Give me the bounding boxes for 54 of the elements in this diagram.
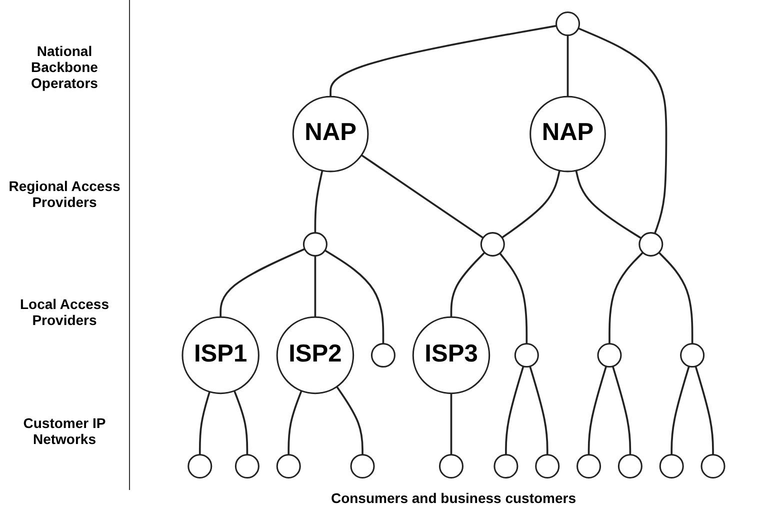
- tier-label: Regional Access Providers: [8, 178, 122, 210]
- node-circle: ISP2: [276, 316, 354, 394]
- connector: [330, 24, 557, 97]
- node-ellipse: [276, 454, 301, 478]
- node-circle: NAP: [292, 96, 369, 172]
- connector: [314, 256, 316, 318]
- connector: [575, 170, 642, 239]
- tier-label: Local Access Providers: [19, 296, 110, 328]
- node-ellipse: [618, 454, 642, 478]
- connector: [233, 390, 248, 455]
- node-ellipse: [494, 454, 518, 478]
- connector: [314, 170, 324, 233]
- node-ellipse: [514, 343, 539, 368]
- tier-label: Customer IP Networks: [22, 414, 107, 447]
- connector: [450, 252, 486, 318]
- connector: [450, 393, 452, 455]
- node-ellipse: [302, 232, 328, 257]
- connector: [220, 248, 306, 318]
- node-ellipse: [556, 12, 580, 36]
- connector: [588, 366, 608, 455]
- node-ellipse: [700, 454, 726, 478]
- node-ellipse: [370, 343, 396, 368]
- connector: [288, 390, 302, 455]
- connector: [566, 35, 569, 97]
- connector: [198, 391, 210, 455]
- connector: [658, 252, 694, 344]
- connector: [336, 386, 364, 455]
- node-ellipse: [350, 454, 375, 478]
- node-ellipse: [480, 232, 505, 257]
- connector: [529, 366, 548, 455]
- node-ellipse: [659, 454, 684, 478]
- node-ellipse: [535, 454, 560, 478]
- node-ellipse: [234, 454, 260, 478]
- connector: [505, 366, 524, 455]
- node-ellipse: [680, 343, 705, 368]
- connector: [502, 170, 560, 238]
- connector: [360, 154, 484, 239]
- connector: [499, 252, 528, 344]
- node-circle: ISP1: [182, 316, 260, 394]
- connector: [324, 250, 384, 344]
- connector: [694, 366, 714, 455]
- node-ellipse: [597, 343, 622, 368]
- node-ellipse: [638, 232, 664, 257]
- node-ellipse: [576, 454, 602, 478]
- connector: [670, 366, 690, 455]
- node-ellipse: [188, 454, 212, 478]
- node-circle: NAP: [530, 96, 606, 172]
- connector: [612, 366, 632, 455]
- node-circle: ISP3: [412, 316, 490, 394]
- tier-label: National Backbone Operators: [30, 43, 99, 92]
- footer-label: Consumers and business customers: [330, 490, 576, 506]
- connector: [578, 27, 668, 234]
- node-ellipse: [438, 454, 464, 478]
- connector: [608, 252, 644, 344]
